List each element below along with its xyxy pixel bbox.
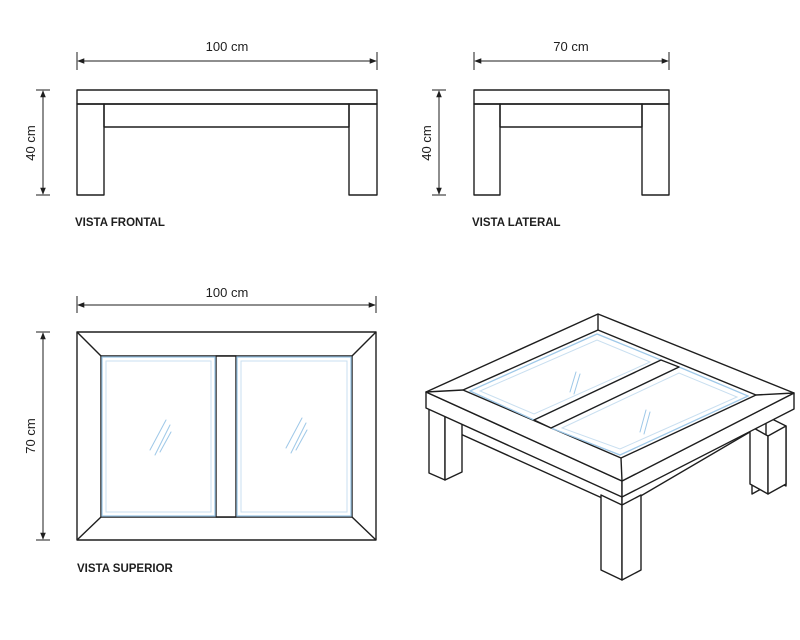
front-height-label: 40 cm: [23, 125, 38, 160]
top-width-dimension: 100 cm: [76, 285, 377, 313]
front-view: 100 cm 40 cm VISTA FRONTAL: [23, 39, 378, 229]
top-view-label: VISTA SUPERIOR: [77, 563, 174, 575]
side-view: 70 cm 40 cm VISTA LATERAL: [419, 39, 670, 229]
front-height-dimension: 40 cm: [23, 89, 50, 196]
top-width-label: 100 cm: [206, 285, 249, 300]
perspective-view: [425, 313, 795, 581]
top-depth-label: 70 cm: [23, 418, 38, 453]
perspective-right-leg: [749, 425, 787, 495]
front-table-outline: [76, 89, 378, 196]
side-height-dimension: 40 cm: [419, 89, 446, 196]
perspective-front-right-leg: [600, 494, 642, 581]
side-height-label: 40 cm: [419, 125, 434, 160]
top-frame: [76, 331, 377, 541]
side-table-outline: [473, 89, 670, 196]
perspective-glass-back: [468, 333, 663, 421]
top-glass-left: [101, 356, 216, 517]
side-width-dimension: 70 cm: [473, 39, 670, 70]
front-view-label: VISTA FRONTAL: [75, 217, 165, 229]
top-depth-dimension: 70 cm: [23, 331, 50, 541]
perspective-center-bar: [533, 359, 680, 429]
front-width-label: 100 cm: [206, 39, 249, 54]
top-glass-right: [236, 356, 352, 517]
front-width-dimension: 100 cm: [76, 39, 378, 70]
side-view-label: VISTA LATERAL: [472, 217, 561, 229]
side-width-label: 70 cm: [553, 39, 588, 54]
top-view: 100 cm 70 cm VISTA SUPERIOR: [23, 285, 377, 575]
